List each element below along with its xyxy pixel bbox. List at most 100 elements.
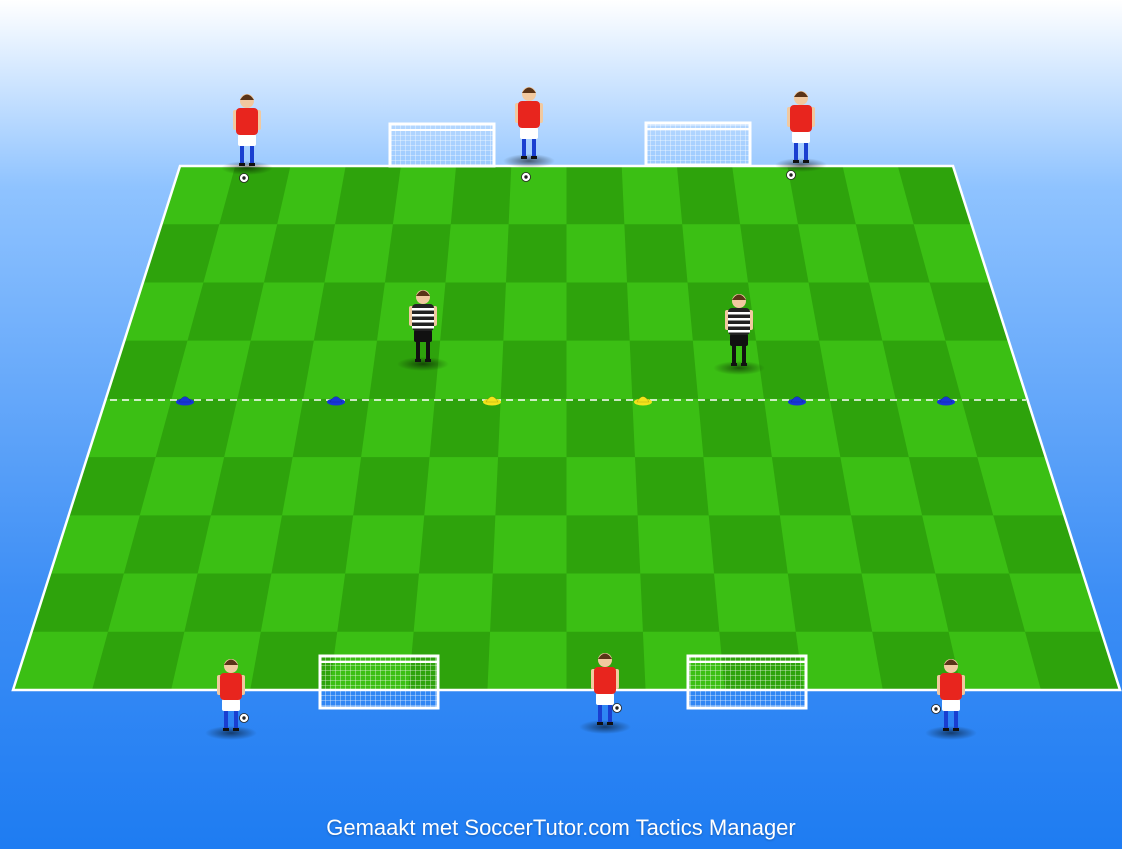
grass-tile [638,515,714,573]
grass-tile [682,224,748,282]
player-shadow [579,720,631,734]
grass-tile [445,224,508,282]
grass-tile [567,341,633,399]
ball-patch [524,175,527,178]
player-shorts [414,330,432,342]
pitch-grass [13,166,1120,690]
ball-patch [242,176,245,179]
grass-tile [487,632,566,690]
grass-tile [780,515,862,573]
grass-tile [361,399,435,457]
ball-patch [615,706,618,709]
goal [646,123,750,165]
player-shorts [730,334,748,346]
player-shorts [520,127,538,139]
player-boot [607,722,613,725]
player-leg [804,141,808,161]
player-shorts [792,131,810,143]
player-shirt [236,108,258,135]
shirt-stripe [412,308,434,311]
grass-tile [414,574,493,632]
player-shadow [397,357,449,371]
player-leg [426,340,430,360]
player-shorts [942,699,960,711]
shirt-stripe [412,320,434,323]
grass-tile [324,224,392,282]
ball-patch [242,716,245,719]
player-shirt [518,101,540,128]
shirt-stripe [412,326,434,329]
player-leg [224,709,228,729]
grass-tile [393,166,456,224]
grass-tile [567,574,643,632]
goal [390,124,494,166]
shirt-stripe [728,330,750,333]
player-boot [415,359,421,362]
player-boot [223,728,229,731]
goal [688,656,806,708]
grass-tile [171,632,261,690]
player-shadow [713,361,765,375]
grass-tile [862,574,949,632]
football [522,173,531,182]
grass-tile [567,457,638,515]
player-boot [531,156,537,159]
shirt-stripe [728,324,750,327]
player-boot [731,363,737,366]
grass-tile [819,341,895,399]
grass-tile [503,282,566,340]
player-shadow [775,158,827,172]
grass-tile [764,399,840,457]
player-leg [522,137,526,157]
footer-credit: Gemaakt met SoccerTutor.com Tactics Mana… [0,815,1122,841]
grass-tile [509,166,567,224]
player-boot [803,160,809,163]
player-leg [234,709,238,729]
grass-tile [748,282,819,340]
player-shadow [503,154,555,168]
football [932,705,941,714]
football [240,714,249,723]
grass-tile [198,515,282,573]
grass-tile [282,457,361,515]
football [613,704,622,713]
player-leg [532,137,536,157]
grass-tile [567,224,628,282]
player-shadow [221,161,273,175]
player-shirt [220,673,242,700]
player-leg [240,144,244,164]
player-leg [944,709,948,729]
player-shirt [790,105,812,132]
player-leg [954,709,958,729]
grass-tile [796,632,883,690]
player-shadow [925,726,977,740]
player-shirt [594,667,616,694]
grass-tile [224,399,303,457]
player-leg [794,141,798,161]
player-leg [416,340,420,360]
player-shorts [238,134,256,146]
grass-tile [627,282,693,340]
grass-tile [622,166,683,224]
goal [320,656,438,708]
player-shorts [596,693,614,705]
player-shirt [940,673,962,700]
football [787,171,796,180]
shirt-stripe [728,312,750,315]
grass-tile [498,399,566,457]
ball-patch [789,173,792,176]
grass-tile [632,399,703,457]
player-boot [943,728,949,731]
football [240,174,249,183]
ball-patch [934,707,937,710]
player-leg [732,344,736,364]
shirt-stripe [412,314,434,317]
player-boot [793,160,799,163]
player-boot [249,163,255,166]
goal-net [320,656,438,708]
grass-tile [435,341,503,399]
shirt-stripe [728,318,750,321]
grass-tile [261,574,345,632]
